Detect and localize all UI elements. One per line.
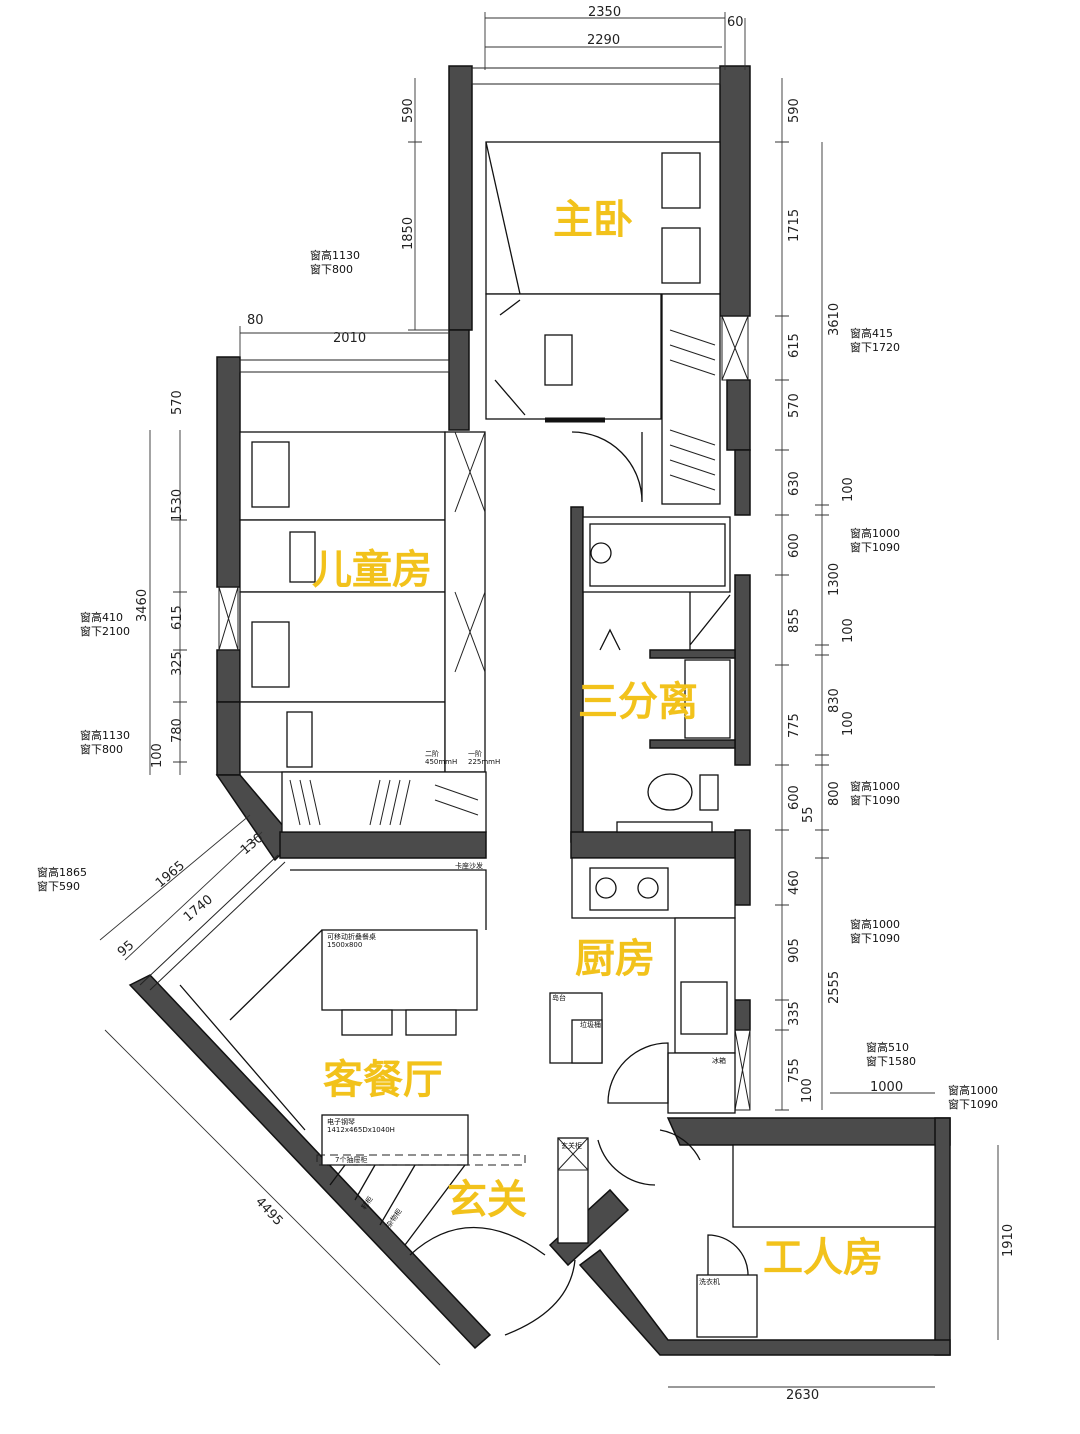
svg-text:4495: 4495: [252, 1194, 286, 1228]
svg-text:590: 590: [787, 98, 802, 123]
room-labels: 主卧 儿童房 三分离 厨房 客餐厅 玄关 工人房: [312, 197, 883, 1281]
svg-text:卡座沙发: 卡座沙发: [455, 861, 483, 870]
svg-text:615: 615: [787, 333, 802, 358]
svg-text:570: 570: [787, 393, 802, 418]
svg-text:3460: 3460: [135, 589, 150, 622]
svg-text:二阶: 二阶: [425, 749, 439, 758]
room-label-master: 主卧: [553, 197, 633, 243]
svg-text:1850: 1850: [401, 217, 416, 250]
svg-text:窗下1090: 窗下1090: [850, 793, 900, 807]
walls: [128, 65, 951, 1356]
svg-text:窗高1000: 窗高1000: [850, 526, 900, 540]
svg-text:100: 100: [841, 477, 856, 502]
svg-text:800: 800: [827, 781, 842, 806]
svg-text:570: 570: [170, 390, 185, 415]
svg-text:洗衣机: 洗衣机: [699, 1277, 720, 1286]
svg-text:窗下1090: 窗下1090: [850, 540, 900, 554]
svg-text:岛台: 岛台: [552, 993, 566, 1002]
svg-text:2010: 2010: [333, 331, 366, 346]
svg-text:905: 905: [787, 938, 802, 963]
svg-text:杂物柜: 杂物柜: [384, 1207, 403, 1229]
svg-text:2630: 2630: [786, 1388, 819, 1403]
svg-text:窗下2100: 窗下2100: [80, 624, 130, 638]
svg-text:95: 95: [115, 938, 137, 960]
svg-text:窗高1865: 窗高1865: [37, 865, 87, 879]
svg-text:1910: 1910: [1001, 1224, 1016, 1257]
svg-text:1965: 1965: [153, 858, 188, 891]
svg-text:590: 590: [401, 98, 416, 123]
dimension-lines: [99, 12, 999, 1388]
svg-text:1740: 1740: [181, 892, 216, 925]
svg-text:55: 55: [801, 806, 816, 823]
svg-text:2350: 2350: [588, 5, 621, 20]
svg-text:450mmH: 450mmH: [425, 758, 457, 766]
room-label-bath: 三分离: [578, 679, 698, 725]
room-label-kids: 儿童房: [312, 547, 432, 593]
svg-text:窗高1130: 窗高1130: [80, 728, 130, 742]
svg-text:780: 780: [170, 718, 185, 743]
svg-text:玄关柜: 玄关柜: [561, 1141, 582, 1150]
svg-text:窗下800: 窗下800: [310, 262, 353, 276]
svg-text:2555: 2555: [827, 971, 842, 1004]
svg-text:窗高1000: 窗高1000: [850, 779, 900, 793]
svg-text:100: 100: [841, 618, 856, 643]
svg-text:窗高1000: 窗高1000: [850, 917, 900, 931]
svg-text:1000: 1000: [870, 1080, 903, 1095]
svg-text:可移动折叠餐桌: 可移动折叠餐桌: [327, 932, 376, 941]
svg-text:1500x800: 1500x800: [327, 941, 362, 949]
svg-text:窗下1580: 窗下1580: [866, 1054, 916, 1068]
svg-text:335: 335: [787, 1001, 802, 1026]
svg-text:755: 755: [787, 1058, 802, 1083]
svg-text:80: 80: [247, 313, 264, 328]
svg-text:775: 775: [787, 713, 802, 738]
svg-text:1412x465Dx1040H: 1412x465Dx1040H: [327, 1126, 395, 1134]
room-label-entry: 玄关: [447, 1177, 527, 1223]
svg-text:窗下1720: 窗下1720: [850, 340, 900, 354]
svg-text:225mmH: 225mmH: [468, 758, 500, 766]
svg-text:窗高1130: 窗高1130: [310, 248, 360, 262]
svg-text:窗高1000: 窗高1000: [948, 1083, 998, 1097]
svg-text:1715: 1715: [787, 209, 802, 242]
svg-text:窗下1090: 窗下1090: [850, 931, 900, 945]
room-label-living: 客餐厅: [323, 1057, 443, 1103]
svg-text:冰箱: 冰箱: [712, 1056, 726, 1065]
room-label-kitchen: 厨房: [575, 936, 655, 982]
svg-text:窗下590: 窗下590: [37, 879, 80, 893]
svg-text:600: 600: [787, 785, 802, 810]
svg-text:一阶: 一阶: [468, 749, 482, 758]
svg-text:460: 460: [787, 870, 802, 895]
svg-text:325: 325: [170, 651, 185, 676]
svg-text:600: 600: [787, 533, 802, 558]
svg-text:窗高510: 窗高510: [866, 1040, 909, 1054]
svg-text:1530: 1530: [170, 489, 185, 522]
svg-text:窗下800: 窗下800: [80, 742, 123, 756]
svg-text:855: 855: [787, 608, 802, 633]
svg-text:7个抽屉柜: 7个抽屉柜: [335, 1155, 367, 1164]
svg-text:100: 100: [800, 1078, 815, 1103]
room-label-worker: 工人房: [763, 1235, 883, 1281]
svg-text:100: 100: [150, 743, 165, 768]
svg-text:830: 830: [827, 688, 842, 713]
svg-text:630: 630: [787, 471, 802, 496]
svg-text:窗高415: 窗高415: [850, 326, 893, 340]
svg-text:1300: 1300: [827, 563, 842, 596]
svg-text:3610: 3610: [827, 303, 842, 336]
svg-text:100: 100: [841, 711, 856, 736]
svg-text:2290: 2290: [587, 33, 620, 48]
fixtures: [139, 67, 936, 1338]
svg-text:垃圾桶: 垃圾桶: [580, 1020, 601, 1029]
svg-text:60: 60: [727, 15, 744, 30]
svg-text:615: 615: [170, 605, 185, 630]
svg-text:窗下1090: 窗下1090: [948, 1097, 998, 1111]
svg-text:电子钢琴: 电子钢琴: [327, 1117, 355, 1126]
svg-text:鞋柜: 鞋柜: [359, 1195, 374, 1212]
svg-text:窗高410: 窗高410: [80, 610, 123, 624]
